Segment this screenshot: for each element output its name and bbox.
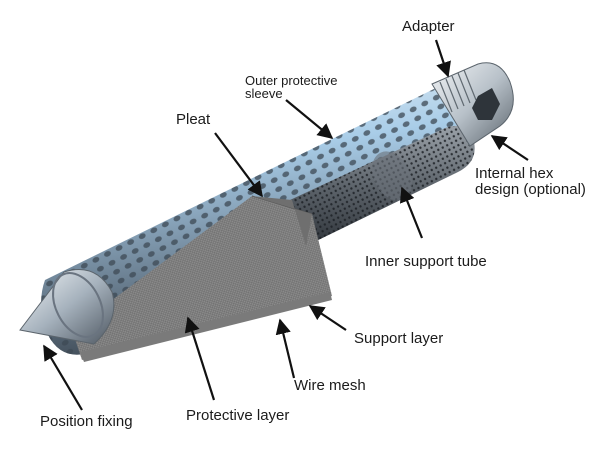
arrow-support-layer <box>308 305 347 331</box>
arrow-inner-support-tube <box>399 186 424 239</box>
arrow-outer-sleeve <box>285 99 334 139</box>
arrow-wire-mesh <box>275 318 296 379</box>
label-protective-layer: Protective layer <box>186 407 290 424</box>
label-inner-support-tube: Inner support tube <box>365 253 487 270</box>
label-adapter: Adapter <box>402 18 455 35</box>
arrow-protective-layer <box>184 316 216 401</box>
adapter-fitting <box>431 62 514 147</box>
label-outer-sleeve-line2: sleeve <box>245 86 283 101</box>
label-pleat: Pleat <box>176 111 211 128</box>
leader-arrows <box>43 39 529 411</box>
arrow-internal-hex <box>490 135 529 161</box>
arrow-position-fixing <box>43 344 83 411</box>
label-internal-hex-line1: Internal hex <box>475 165 554 182</box>
label-support-layer: Support layer <box>354 330 444 347</box>
arrow-adapter <box>434 39 451 78</box>
label-outer-sleeve-line1: Outer protective <box>245 73 338 88</box>
label-position-fixing: Position fixing <box>40 413 133 430</box>
label-internal-hex-line2: design (optional) <box>475 181 586 198</box>
pleat-mesh-layers <box>72 195 332 362</box>
label-wire-mesh: Wire mesh <box>294 377 366 394</box>
arrow-pleat <box>214 132 263 198</box>
position-fixing-cone <box>19 269 115 345</box>
